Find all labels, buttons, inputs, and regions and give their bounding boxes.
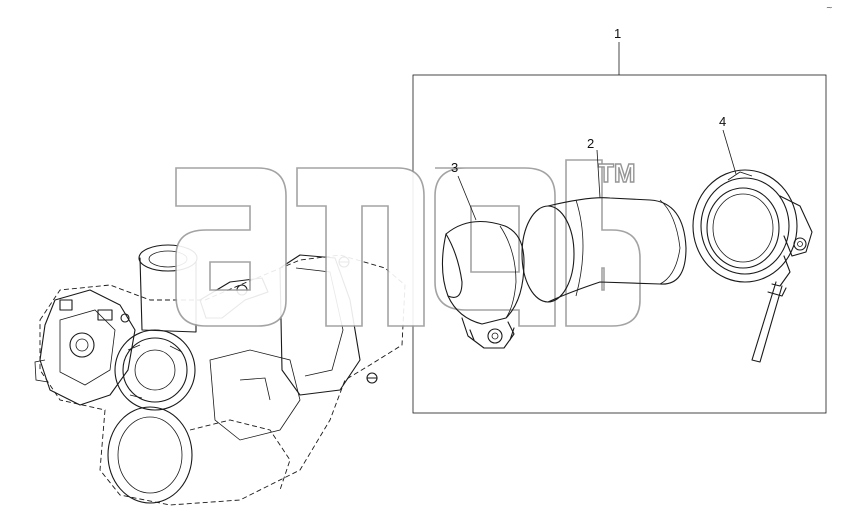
pipe-part [521,149,687,303]
leader-line-3 [457,175,477,221]
kit-boundary [412,42,827,414]
band-clamp-part [441,175,525,349]
trademark-mark: TM [598,158,636,188]
callout-4: 4 [719,114,726,129]
watermark-logo: TM [175,157,641,327]
callout-1: 1 [614,26,621,41]
v-band-clamp-part [692,129,813,363]
leader-line-4 [722,129,737,175]
leader-line-2 [596,149,601,199]
callout-3: 3 [451,160,458,175]
corner-mark: ~ [826,3,833,12]
callout-2: 2 [587,136,594,151]
